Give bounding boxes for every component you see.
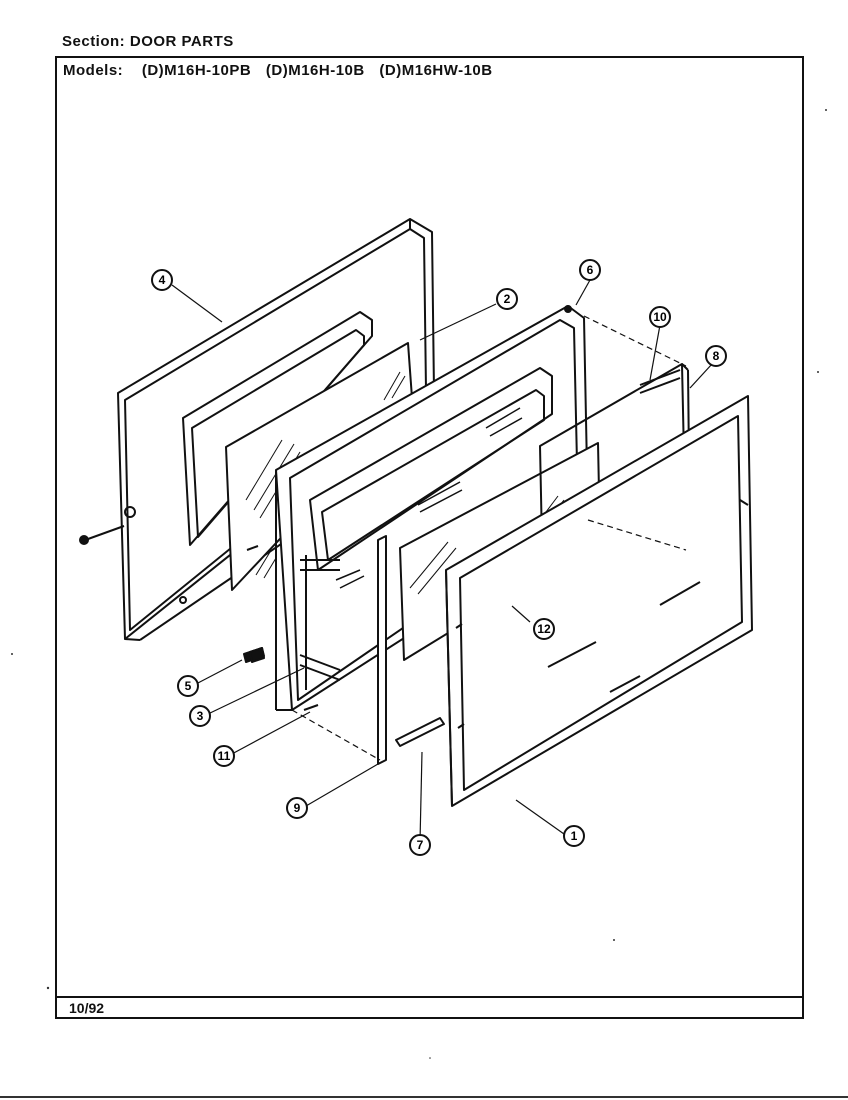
scan-edge [0,1096,848,1098]
callout-2-label: 2 [504,292,511,306]
callout-3-label: 3 [197,709,204,723]
model-2: (D)M16H-10B [265,62,365,79]
revision-date: 10/92 [69,1000,105,1016]
callout-8-label: 8 [713,349,720,363]
model-3: (D)M16HW-10B [379,62,493,79]
section-value: DOOR PARTS [129,33,234,50]
callout-4: 4 [151,269,173,291]
footer-divider [57,996,802,998]
callout-10: 10 [649,306,671,328]
screw-front [249,647,265,663]
scan-specks [11,109,827,1059]
callout-7-label: 7 [417,838,424,852]
callout-10-label: 10 [653,310,667,324]
section-label: Section: [62,33,126,50]
model-1: (D)M16H-10PB [141,62,252,79]
leader-lines [171,279,713,843]
diagram-frame: Models: (D)M16H-10PB (D)M16H-10B (D)M16H… [55,56,804,1019]
callout-4-label: 4 [159,273,166,287]
callout-5: 5 [177,675,199,697]
bottom-channel [395,717,445,747]
callout-11-label: 11 [218,749,231,763]
section-title: Section: DOOR PARTS [62,33,234,50]
callout-8: 8 [705,345,727,367]
callout-6-label: 6 [587,263,594,277]
callout-5-label: 5 [185,679,192,693]
callout-1: 1 [563,825,585,847]
callout-group: 4 2 6 10 8 12 5 3 11 9 7 1 [151,259,727,856]
models-label: Models: [63,62,124,79]
models-line: Models: (D)M16H-10PB (D)M16H-10B (D)M16H… [63,62,503,79]
callout-9: 9 [286,797,308,819]
callout-3: 3 [189,705,211,727]
callout-9-label: 9 [294,801,301,815]
callout-7: 7 [409,834,431,856]
callout-1-label: 1 [571,829,578,843]
callout-12: 12 [533,618,555,640]
callout-6: 6 [579,259,601,281]
callout-11: 11 [213,745,235,767]
front-door-frame [445,395,753,807]
callout-2: 2 [496,288,518,310]
callout-12-label: 12 [537,622,551,636]
screw-left [79,525,125,545]
reference-lines [291,315,687,761]
